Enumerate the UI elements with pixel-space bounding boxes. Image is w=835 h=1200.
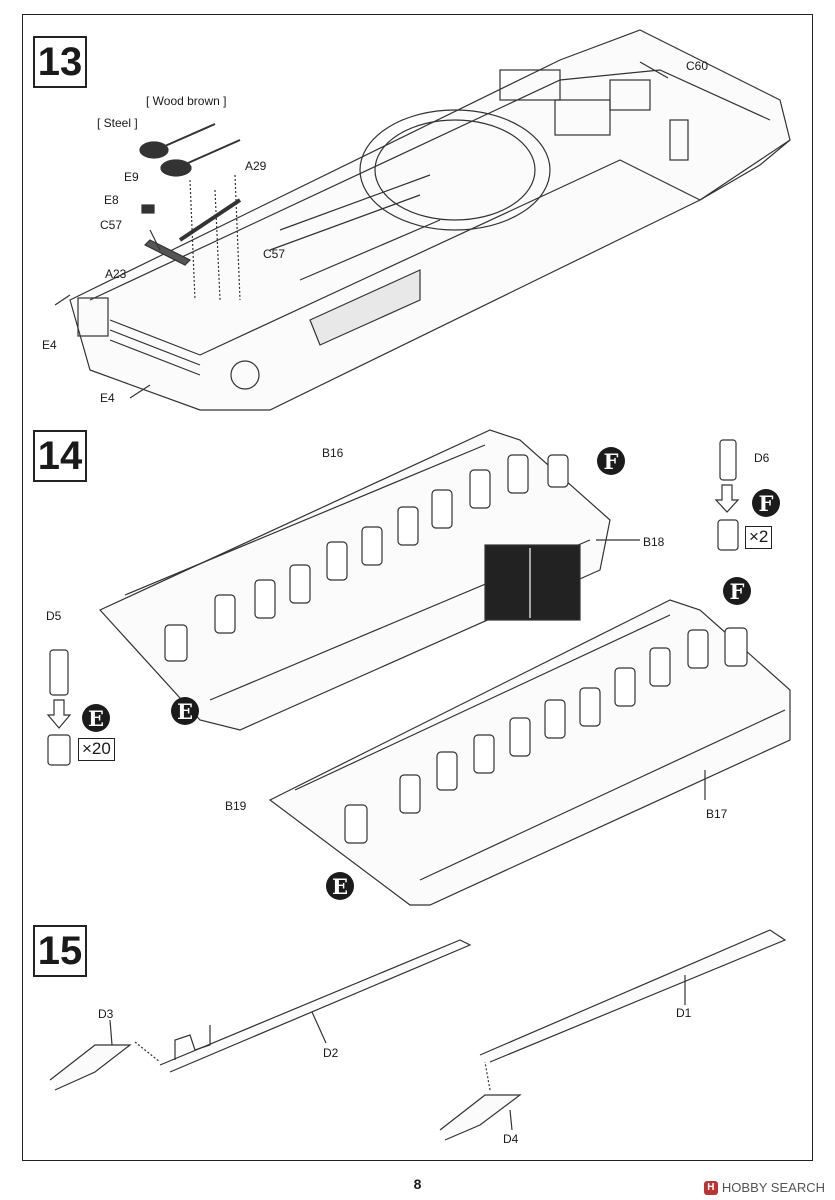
tools-drawing [54,61,669,399]
label-steel: [ Steel ] [97,116,138,130]
label-e4-left: E4 [42,338,57,352]
label-e9: E9 [124,170,139,184]
label-c57-left: C57 [100,218,123,232]
quantity-x20: ×20 [78,738,115,761]
label-b18: B18 [643,535,665,549]
label-d6: D6 [754,451,770,465]
step-number-13: 13 [33,36,87,88]
label-b19: B19 [225,799,247,813]
hull-drawing [69,29,791,411]
marker-e-upper: E [171,697,199,725]
label-d2: D2 [323,1046,339,1060]
springs-upper [164,454,569,662]
step-number-15: 15 [33,925,87,977]
watermark: H HOBBY SEARCH [703,1180,825,1195]
label-a29: A29 [245,159,267,173]
hobby-search-logo-icon: H [703,1180,718,1195]
label-d4: D4 [503,1132,519,1146]
label-b17: B17 [706,807,728,821]
quantity-x2: ×2 [745,526,773,549]
marker-e-side: E [82,704,110,732]
label-a23: A23 [105,267,127,281]
track-guide-drawing [49,929,787,1141]
label-d1: D1 [676,1006,692,1020]
step-number-14: 14 [33,430,87,482]
marker-e-lower: E [326,872,354,900]
page-number: 8 [413,1176,422,1192]
side-parts [46,439,740,766]
label-c60: C60 [686,59,709,73]
label-wood-brown: [ Wood brown ] [146,94,227,108]
label-d5: D5 [46,609,62,623]
marker-f-lower: F [723,577,751,605]
watermark-text: HOBBY SEARCH [721,1180,825,1195]
label-c57-right: C57 [263,247,286,261]
label-e8: E8 [104,193,119,207]
page-frame [22,14,813,1161]
marker-f-side: F [752,489,780,517]
label-b16: B16 [322,446,344,460]
marker-f-upper: F [597,447,625,475]
label-e4-bottom: E4 [100,391,115,405]
label-d3: D3 [98,1007,114,1021]
springs-lower [344,627,748,844]
